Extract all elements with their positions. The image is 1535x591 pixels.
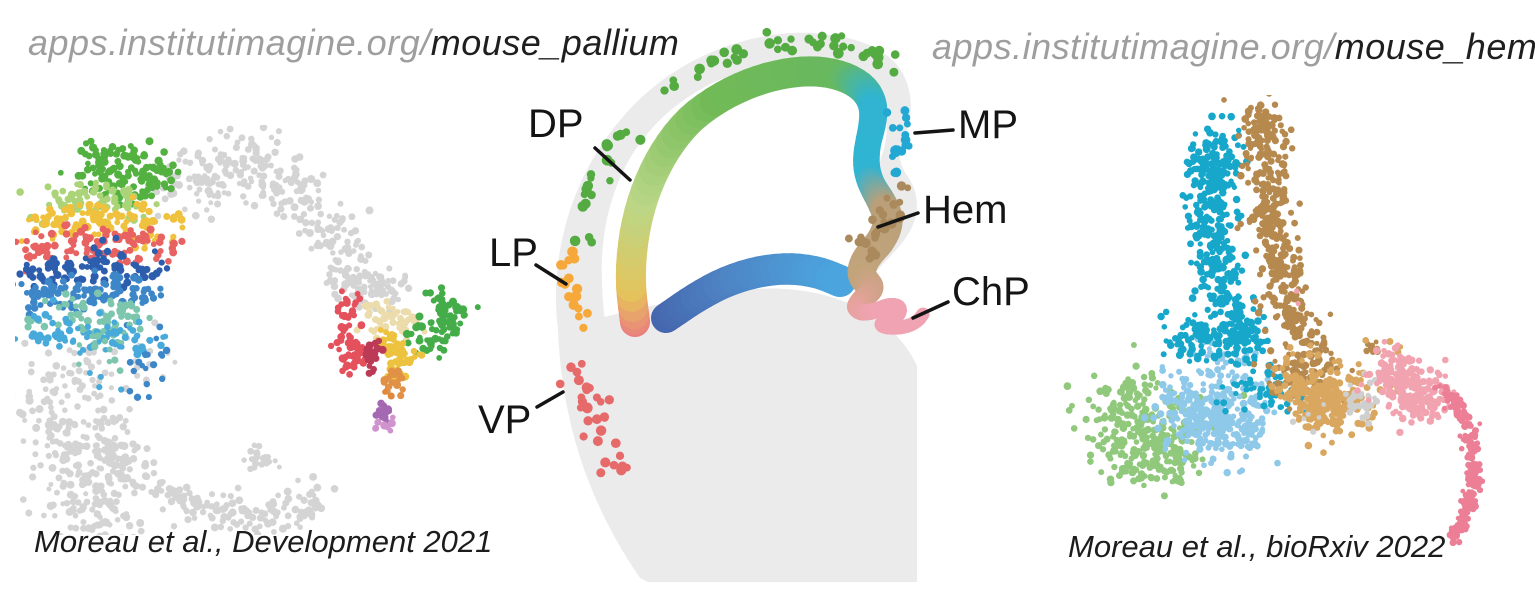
pallium-rim-silhouette	[555, 32, 917, 331]
label-line-ChP	[911, 300, 950, 320]
label-line-DP	[593, 146, 632, 182]
right-app-url: apps.institutimagine.org/mouse_hem	[932, 26, 1535, 68]
label-line-VP	[535, 390, 565, 409]
region-label-DP: DP	[528, 102, 584, 146]
left-url-app: mouse_pallium	[430, 22, 680, 63]
region-label-VP: VP	[478, 398, 531, 442]
label-line-Hem	[876, 211, 920, 229]
region-label-MP: MP	[958, 103, 1018, 147]
region-label-LP: LP	[489, 231, 538, 275]
left-citation: Moreau et al., Development 2021	[34, 524, 493, 559]
pallium-umap-scatter	[15, 125, 481, 535]
right-url-app: mouse_hem	[1334, 26, 1535, 67]
label-line-MP	[913, 128, 955, 135]
brain-body-silhouette	[558, 288, 917, 582]
label-line-LP	[534, 263, 568, 286]
region-label-ChP: ChP	[952, 270, 1030, 314]
hem-umap-scatter	[1063, 95, 1486, 547]
left-url-domain: apps.institutimagine.org/	[28, 22, 431, 63]
right-url-domain: apps.institutimagine.org/	[932, 26, 1335, 67]
region-label-Hem: Hem	[923, 188, 1007, 232]
region-dots	[555, 27, 913, 478]
left-app-url: apps.institutimagine.org/mouse_pallium	[28, 22, 679, 64]
subpallium-band	[651, 253, 856, 333]
right-citation: Moreau et al., bioRxiv 2022	[1068, 529, 1446, 564]
